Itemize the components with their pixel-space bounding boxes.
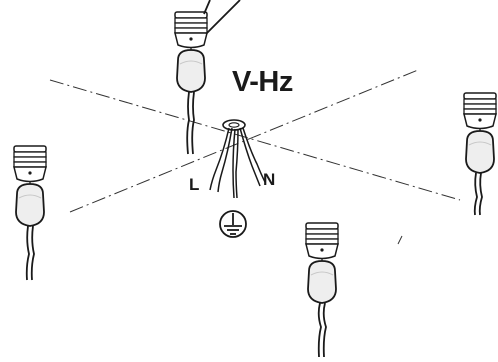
supply-wires — [209, 127, 266, 199]
pendant-lamp-icon — [174, 11, 208, 155]
supply-cable — [205, 0, 241, 35]
pendant-lamp-icon — [13, 145, 47, 281]
short-tick — [397, 235, 403, 245]
live-wire-label: L — [189, 175, 200, 194]
pendant-lamp-icon — [463, 92, 497, 216]
voltage-frequency-label: V-Hz — [232, 66, 293, 98]
supply-cable — [203, 0, 211, 15]
pendant-lamp-icon — [305, 222, 339, 358]
earth-ground-icon — [219, 210, 247, 238]
neutral-wire-label: N — [263, 170, 276, 189]
ceiling-junction — [222, 119, 246, 131]
